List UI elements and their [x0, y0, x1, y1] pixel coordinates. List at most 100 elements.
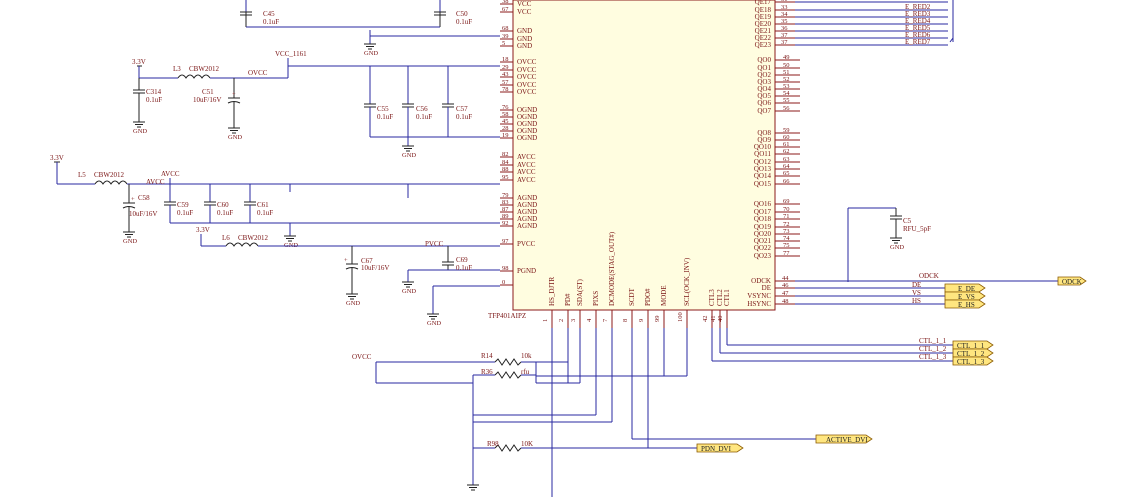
ctl13-port-flag[interactable]: CTL_1_3 — [952, 356, 994, 366]
pin-name: PVCC — [517, 240, 536, 248]
pin-number: 100 — [677, 312, 684, 322]
ctl11-port-flag[interactable]: CTL_1_1 — [952, 340, 994, 350]
pin-number: 89 — [502, 213, 509, 220]
pin-number: 55 — [783, 97, 790, 104]
pin-number: 97 — [502, 238, 509, 245]
c56-ref: C56 — [416, 105, 428, 113]
pin-number: 45 — [502, 118, 509, 125]
pin-number: 52 — [783, 76, 790, 83]
pin-number: 82 — [502, 151, 509, 158]
pin-name: DE — [762, 284, 771, 292]
e-hs-port-flag[interactable]: E_HS — [944, 299, 986, 309]
pin-name: MODE — [660, 285, 668, 306]
ic-pin-right: QE1731 — [755, 0, 948, 6]
pvcc-supply-group: 3.3V L6 CBW2012 PVCC + GND C67 10uF/16V … — [196, 226, 500, 327]
pin-number: 56 — [783, 105, 790, 112]
pdn-dvi-port-flag[interactable]: PDN_DVI — [696, 443, 744, 453]
pin-number: 48 — [782, 298, 789, 305]
pin-name: PD# — [564, 293, 572, 306]
pin-number: 43 — [502, 71, 509, 78]
c50-value: 0.1uF — [456, 18, 472, 26]
r98-ref: R98 — [487, 440, 499, 448]
c51-ref: C51 — [202, 88, 214, 96]
pin-number: 88 — [502, 166, 509, 173]
pin-number: 95 — [502, 174, 509, 181]
pin-name: OVCC — [517, 66, 537, 74]
pin-name: QO16 — [754, 200, 772, 208]
odck-port-flag[interactable]: ODCK — [1057, 276, 1087, 286]
pin-number: 35 — [781, 18, 788, 25]
c61-ref: C61 — [257, 201, 269, 209]
avcc-supply-group: 3.3V L5 CBW2012 AVCC AVCC + GND C58 10uF… — [50, 154, 500, 249]
l3-ref: L3 — [173, 65, 181, 73]
r98-value: 10K — [521, 440, 533, 448]
pin-number: 33 — [781, 4, 788, 11]
gnd-symbol — [363, 43, 377, 50]
pin-name: QO6 — [757, 99, 771, 107]
pin-name: AGND — [517, 215, 537, 223]
pin-name: PIXS — [592, 291, 600, 306]
pin-number: 18 — [502, 56, 509, 63]
pin-name: OGND — [517, 120, 537, 128]
avcc-label-2: AVCC — [161, 170, 180, 178]
pin-number: 65 — [783, 170, 790, 177]
c45-value: 0.1uF — [263, 18, 279, 26]
v33-label-2: 3.3V — [50, 154, 64, 162]
pin-name: QO22 — [754, 244, 772, 252]
pin-name: QE22 — [755, 34, 772, 42]
ic-pin-bottom: 2PD# — [558, 293, 572, 328]
c57-value: 0.1uF — [456, 113, 472, 121]
c59-value: 0.1uF — [177, 209, 193, 217]
pin-number: 70 — [783, 206, 790, 213]
pin-name: QO10 — [754, 143, 772, 151]
pin-number: 1 — [542, 319, 549, 322]
c51-value: 10uF/16V — [193, 96, 221, 104]
pin-name: QO23 — [754, 252, 772, 260]
pin-number: 42 — [702, 316, 709, 323]
gnd-label: GND — [427, 320, 441, 327]
pin-name: CTL1 — [723, 289, 731, 306]
pin-name: QO8 — [757, 129, 771, 137]
e-de-port-flag[interactable]: E_DE — [944, 283, 986, 293]
e-vs-port-flag[interactable]: E_VS — [944, 291, 986, 301]
pin-number: 46 — [782, 282, 789, 289]
ic-pin-left: 97 PVCC — [500, 238, 536, 248]
c60-value: 0.1uF — [217, 209, 233, 217]
svg-text:+: + — [344, 257, 348, 264]
pin-name: HS_DJTR — [548, 276, 556, 306]
v33-label-3: 3.3V — [196, 226, 210, 234]
pin-name: QE18 — [755, 6, 772, 14]
pin-number: 78 — [502, 86, 509, 93]
pin-name: QO1 — [757, 64, 771, 72]
pin-number: 66 — [783, 178, 790, 185]
pin-number: 4 — [586, 318, 593, 322]
active-dvi-port-flag[interactable]: ACTIVE_DVI — [815, 434, 873, 444]
pin-number: 76 — [502, 104, 509, 111]
ctl12-port-flag[interactable]: CTL_1_2 — [952, 348, 994, 358]
odck-net-label: ODCK — [919, 272, 939, 280]
c60-ref: C60 — [217, 201, 229, 209]
gnd-label: GND — [402, 288, 416, 295]
pin-name: VCC — [517, 8, 532, 16]
